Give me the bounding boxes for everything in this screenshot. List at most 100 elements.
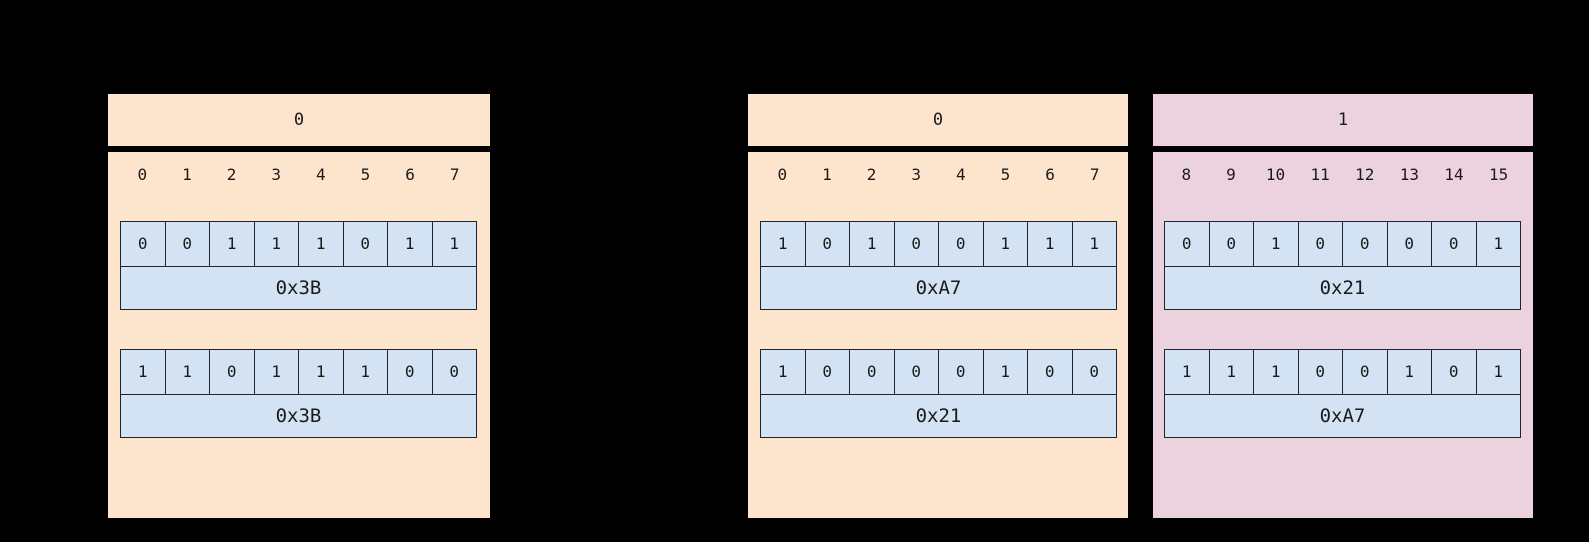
bit-cell[interactable]: 1: [1387, 350, 1432, 394]
bit-cell[interactable]: 1: [210, 222, 255, 266]
bit-cell[interactable]: 0: [1432, 222, 1477, 266]
bit-cell[interactable]: 1: [388, 222, 433, 266]
bit-index-label: 5: [1000, 165, 1011, 184]
bit-cell[interactable]: 1: [254, 350, 299, 394]
bit-cell[interactable]: 0: [894, 350, 939, 394]
bit-cell[interactable]: 1: [1476, 350, 1521, 394]
bit-cell[interactable]: 1: [1254, 222, 1299, 266]
header-divider: [1153, 146, 1533, 152]
bit-cell[interactable]: 1: [254, 222, 299, 266]
bit-index-label: 8: [1181, 165, 1192, 184]
bit-cell[interactable]: 0: [1072, 350, 1117, 394]
bit-cell[interactable]: 1: [761, 222, 806, 266]
bit-index-label: 1: [182, 165, 192, 184]
bit-index-row: 0 1 2 3 4 5 6 7: [120, 164, 477, 186]
bit-cell[interactable]: 0: [121, 222, 166, 266]
bit-cell[interactable]: 0: [1298, 350, 1343, 394]
bit-index-label: 2: [226, 165, 237, 184]
hex-value-label: 0x21: [760, 395, 1117, 438]
bit-index-label: 5: [360, 165, 371, 184]
panel-byte-index-label: 0: [293, 110, 305, 130]
bit-cell[interactable]: 1: [343, 350, 388, 394]
hex-value-label: 0x3B: [120, 395, 477, 438]
bit-index-label: 3: [271, 165, 281, 184]
bit-index-label: 7: [449, 165, 460, 184]
bit-cell[interactable]: 1: [432, 222, 477, 266]
bit-cell[interactable]: 1: [761, 350, 806, 394]
panel-byte-index-label: 1: [1337, 110, 1349, 130]
bit-index-label: 9: [1226, 165, 1236, 184]
bit-cell[interactable]: 0: [1298, 222, 1343, 266]
bit-index-label: 6: [405, 165, 415, 184]
bit-cell[interactable]: 0: [1343, 222, 1388, 266]
bit-cell[interactable]: 1: [121, 350, 166, 394]
hex-value-label: 0xA7: [760, 267, 1117, 310]
bit-cell[interactable]: 1: [1254, 350, 1299, 394]
bit-index-label: 4: [315, 165, 326, 184]
bit-cell[interactable]: 1: [1165, 350, 1210, 394]
bit-index-label: 14: [1444, 165, 1464, 184]
bit-index-label: 2: [866, 165, 877, 184]
bit-index-label: 10: [1265, 165, 1286, 184]
hex-value-label: 0xA7: [1164, 395, 1521, 438]
bit-cell[interactable]: 1: [299, 350, 344, 394]
bit-cell[interactable]: 0: [805, 350, 850, 394]
bit-cell[interactable]: 0: [939, 222, 984, 266]
bit-cell[interactable]: 1: [1209, 350, 1254, 394]
bit-cell[interactable]: 0: [894, 222, 939, 266]
bit-cell[interactable]: 0: [1209, 222, 1254, 266]
bit-index-label: 3: [911, 165, 921, 184]
bit-index-row: 8 9 10 11 12 13 14 15: [1164, 164, 1521, 186]
bit-index-label: 13: [1399, 165, 1420, 184]
bit-cell[interactable]: 1: [299, 222, 344, 266]
header-divider: [748, 146, 1128, 152]
bit-cell[interactable]: 0: [388, 350, 433, 394]
panel-byte-index-label: 0: [932, 110, 944, 130]
bit-index-label: 0: [137, 165, 148, 184]
bit-cell[interactable]: 1: [1072, 222, 1117, 266]
bit-index-label: 11: [1310, 165, 1330, 184]
bit-index-label: 6: [1045, 165, 1055, 184]
bit-cell[interactable]: 0: [805, 222, 850, 266]
hex-value-label: 0x3B: [120, 267, 477, 310]
bit-index-label: 12: [1355, 165, 1375, 184]
bit-index-row: 0 1 2 3 4 5 6 7: [760, 164, 1117, 186]
bit-cell[interactable]: 1: [850, 222, 895, 266]
bit-cell[interactable]: 0: [939, 350, 984, 394]
bit-index-label: 4: [955, 165, 966, 184]
bit-cell[interactable]: 0: [1432, 350, 1477, 394]
bit-cell[interactable]: 0: [432, 350, 477, 394]
bit-cell[interactable]: 1: [1476, 222, 1521, 266]
bit-cell[interactable]: 1: [983, 222, 1028, 266]
bit-index-label: 7: [1089, 165, 1100, 184]
bit-index-label: 15: [1489, 165, 1509, 184]
bit-index-label: 0: [777, 165, 788, 184]
bit-cell[interactable]: 0: [1028, 350, 1073, 394]
bit-index-label: 1: [822, 165, 832, 184]
bit-cell[interactable]: 0: [1165, 222, 1210, 266]
bit-cell[interactable]: 1: [165, 350, 210, 394]
bit-cell[interactable]: 0: [850, 350, 895, 394]
bit-cell[interactable]: 0: [1387, 222, 1432, 266]
bit-cell[interactable]: 0: [1343, 350, 1388, 394]
bit-cell[interactable]: 0: [210, 350, 255, 394]
bit-cell[interactable]: 1: [983, 350, 1028, 394]
bit-cell[interactable]: 1: [1028, 222, 1073, 266]
bit-cell[interactable]: 0: [343, 222, 388, 266]
bit-cell[interactable]: 0: [165, 222, 210, 266]
